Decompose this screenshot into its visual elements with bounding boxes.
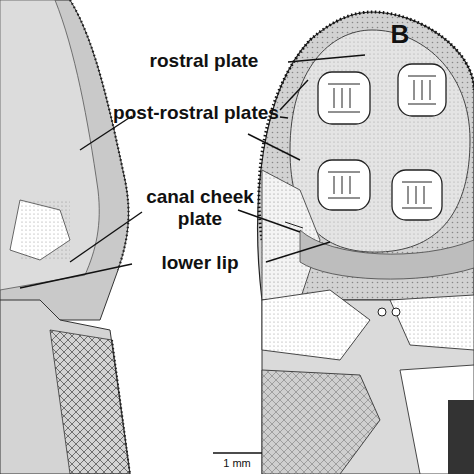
panel-b-head (258, 12, 474, 474)
panel-a-head (0, 0, 130, 474)
scale-bar (213, 452, 262, 454)
part-label: lower lip (125, 252, 275, 274)
leader-lines (20, 55, 365, 288)
scale-label: 1 mm (197, 457, 277, 470)
part-label: post-rostral plates (110, 102, 282, 124)
panel-letter: B (382, 20, 418, 50)
part-label: rostral plate (118, 50, 290, 72)
part-label: canal cheek plate (122, 186, 278, 230)
